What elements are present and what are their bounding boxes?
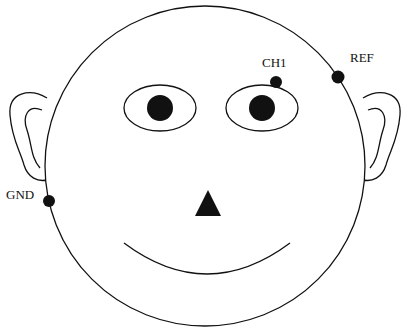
electrode-dot [270, 76, 282, 88]
right-ear-inner [368, 108, 385, 168]
electrode-dot [332, 71, 345, 84]
right-pupil [249, 95, 275, 121]
electrode-dot [43, 195, 55, 207]
head-outline [45, 6, 365, 326]
left-ear-inner [25, 108, 42, 168]
right-ear [363, 93, 400, 181]
right-eye [226, 85, 298, 131]
left-ear [10, 93, 47, 181]
electrode-label: REF [350, 50, 374, 65]
electrode-label: CH1 [262, 55, 287, 70]
left-eye [124, 85, 196, 131]
nose [195, 190, 221, 216]
mouth [124, 243, 290, 274]
left-pupil [147, 95, 173, 121]
electrode-label: GND [6, 187, 34, 202]
